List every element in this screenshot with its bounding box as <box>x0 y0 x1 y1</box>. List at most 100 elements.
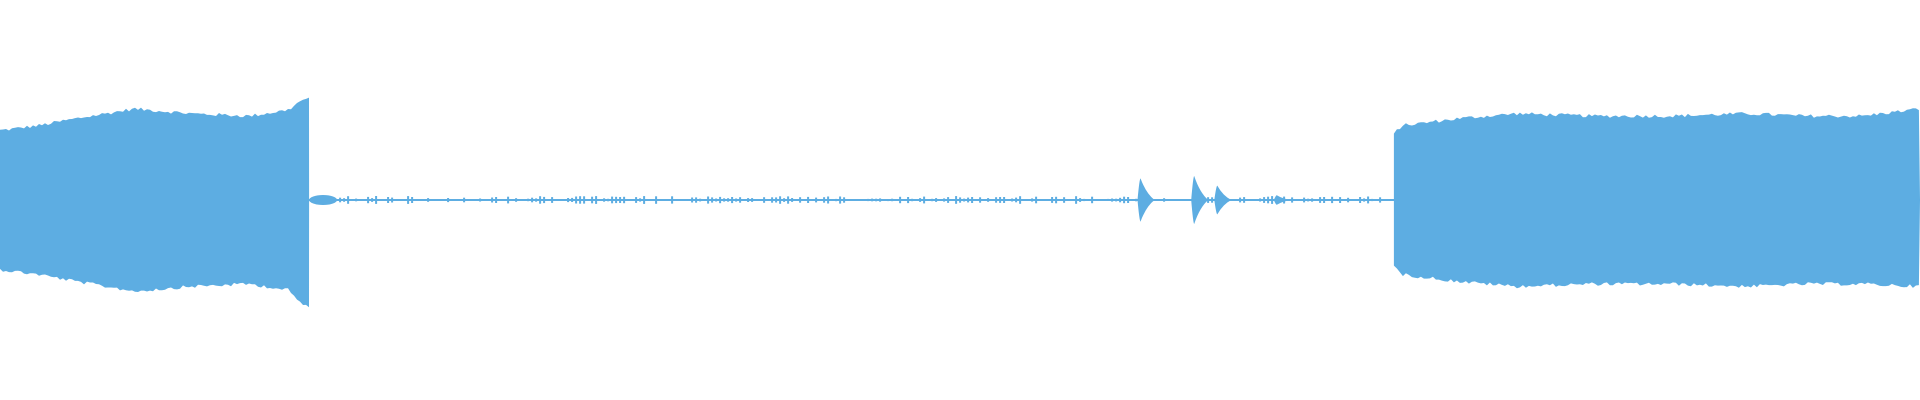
noise-tick <box>1359 197 1362 203</box>
noise-tick <box>1243 197 1246 203</box>
noise-tick <box>955 196 958 204</box>
noise-tick <box>887 199 890 202</box>
noise-tick <box>447 198 450 203</box>
noise-tick <box>867 198 870 202</box>
noise-tick <box>1303 197 1306 203</box>
noise-tick <box>1311 198 1314 202</box>
noise-tick <box>823 197 826 203</box>
noise-tick <box>1263 197 1266 203</box>
noise-tick <box>1323 197 1326 203</box>
noise-tick <box>515 198 518 202</box>
noise-tick <box>583 196 586 204</box>
noise-tick <box>479 198 482 202</box>
noise-tick <box>715 198 718 202</box>
noise-tick <box>891 198 894 202</box>
noise-tick <box>1347 197 1350 203</box>
noise-tick <box>607 198 610 202</box>
burst-4 <box>1273 195 1291 205</box>
noise-tick <box>1127 197 1130 203</box>
noise-tick <box>531 197 534 203</box>
noise-tick <box>539 196 542 204</box>
noise-tick <box>723 198 726 202</box>
noise-tick <box>1271 196 1274 204</box>
noise-tick <box>935 198 938 202</box>
noise-tick <box>995 197 998 203</box>
noise-tick <box>1119 197 1122 203</box>
noise-tick <box>763 197 766 203</box>
noise-tick <box>835 198 838 202</box>
noise-tick <box>1115 198 1118 202</box>
noise-tick <box>695 197 698 203</box>
noise-tick <box>1291 197 1294 203</box>
noise-tick <box>507 196 510 204</box>
noise-tick <box>1031 198 1034 202</box>
noise-tick <box>671 196 674 204</box>
noise-tick <box>343 198 346 202</box>
noise-tick <box>391 197 394 203</box>
noise-tick <box>1107 198 1110 201</box>
noise-tick <box>807 196 810 203</box>
noise-tick <box>711 197 714 203</box>
noise-tick <box>427 198 430 202</box>
decay-bump <box>309 195 338 205</box>
noise-tick <box>979 197 982 203</box>
burst-3 <box>1214 185 1232 215</box>
noise-tick <box>727 198 730 202</box>
noise-tick <box>967 197 970 203</box>
burst-1 <box>1137 178 1155 222</box>
noise-tick <box>543 196 546 204</box>
noise-tick <box>623 196 626 204</box>
noise-tick <box>751 198 754 202</box>
noise-tick <box>1079 198 1082 202</box>
noise-tick <box>407 196 410 204</box>
noise-tick <box>1055 196 1058 204</box>
noise-tick <box>591 196 594 204</box>
burst-2 <box>1191 176 1209 224</box>
noise-tick <box>875 198 878 202</box>
noise-tick <box>815 197 818 203</box>
noise-tick <box>923 196 926 204</box>
noise-tick <box>871 198 874 202</box>
noise-tick <box>1267 196 1270 204</box>
noise-tick <box>899 196 902 204</box>
noise-tick <box>1163 198 1166 202</box>
noise-tick <box>739 197 742 203</box>
noise-tick <box>347 196 350 204</box>
noise-tick <box>911 198 914 202</box>
noise-tick <box>799 197 802 203</box>
noise-tick <box>919 198 922 202</box>
noise-tick <box>1367 196 1370 204</box>
noise-tick <box>339 197 342 203</box>
noise-tick <box>687 199 690 201</box>
noise-tick <box>463 197 466 203</box>
noise-tick <box>947 197 950 203</box>
noise-tick <box>775 197 778 203</box>
noise-tick <box>1363 198 1366 202</box>
noise-tick <box>1123 196 1126 204</box>
noise-tick <box>535 198 538 202</box>
noise-tick <box>931 198 934 202</box>
noise-tick <box>1063 197 1066 203</box>
noise-tick <box>1307 198 1310 202</box>
noise-tick <box>567 198 570 203</box>
noise-tick <box>699 198 702 202</box>
noise-tick <box>571 197 574 202</box>
loud-segment-end <box>1393 108 1920 289</box>
noise-tick <box>1379 197 1382 203</box>
noise-tick <box>1371 198 1374 202</box>
noise-tick <box>619 197 622 203</box>
noise-tick <box>1011 198 1014 202</box>
noise-tick <box>371 198 374 202</box>
noise-tick <box>367 196 370 204</box>
noise-tick <box>959 197 962 203</box>
noise-tick <box>971 197 974 203</box>
noise-tick <box>707 196 710 204</box>
noise-tick <box>747 198 750 202</box>
noise-tick <box>1331 196 1334 204</box>
noise-tick <box>611 196 614 204</box>
noise-tick <box>495 197 498 203</box>
noise-tick <box>907 197 910 204</box>
noise-tick <box>595 196 598 204</box>
